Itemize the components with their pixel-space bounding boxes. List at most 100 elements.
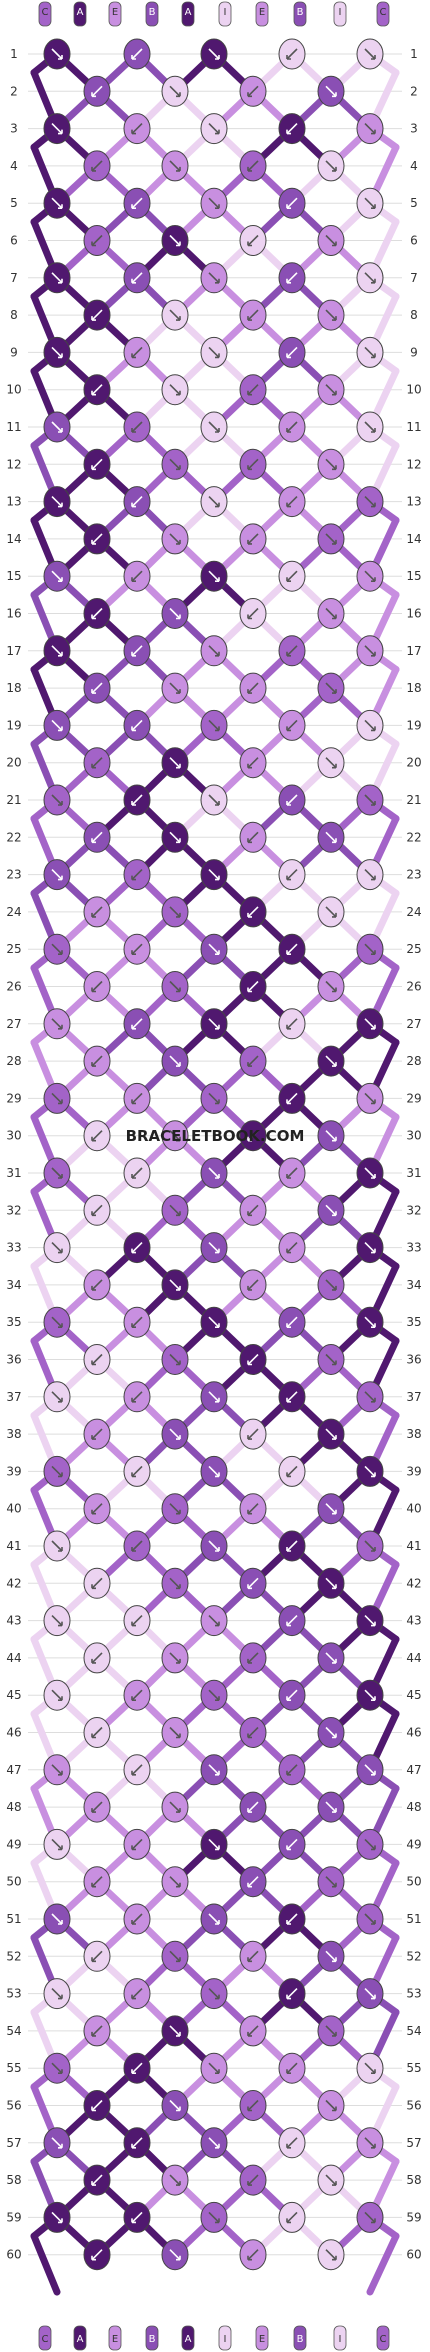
knot-arrow-head-icon (332, 1211, 337, 1217)
row-number-left: 28 (6, 1054, 21, 1068)
knot-arrow-icon (169, 458, 181, 470)
knot-arrow-head-icon (371, 950, 376, 955)
knot-arrow-head-icon (131, 1248, 136, 1254)
knot-arrow-head-icon (58, 1248, 63, 1254)
knot-arrow-icon (247, 980, 259, 993)
knot-arrow-head-icon (286, 950, 291, 955)
knot-arrow-head-icon (131, 950, 136, 955)
knot-arrow-head-icon (176, 390, 181, 396)
row-number-left: 34 (6, 1278, 21, 1292)
knot-arrow-head-icon (91, 390, 96, 396)
row-number-right: 3 (410, 122, 418, 136)
knot-arrow-icon (131, 1689, 143, 1701)
knot-arrow-icon (286, 346, 298, 358)
knot-arrow-icon (247, 1950, 259, 1962)
row-number-left: 25 (6, 942, 21, 956)
knot-arrow-icon (131, 197, 143, 209)
knot-arrow-head-icon (286, 1547, 291, 1552)
knot-arrow-head-icon (58, 1397, 63, 1403)
knot-arrow-head-icon (332, 1957, 337, 1963)
knot-arrow-head-icon (247, 2181, 252, 2186)
knot-arrow-icon (208, 1092, 220, 1104)
knot-arrow-head-icon (176, 614, 181, 620)
row-number-left: 39 (6, 1464, 21, 1478)
knot-arrow-head-icon (131, 204, 136, 209)
row-number-left: 54 (6, 2024, 21, 2038)
knot-arrow-head-icon (176, 912, 181, 918)
knot-arrow-icon (131, 1167, 143, 1179)
knot-arrow-head-icon (247, 2255, 252, 2261)
knot-arrow-icon (131, 496, 143, 508)
knot-arrow-head-icon (215, 129, 220, 135)
knot-arrow-icon (286, 943, 298, 955)
knot-arrow-icon (131, 1316, 143, 1328)
knot-arrow-icon (51, 1988, 63, 2000)
knot-arrow-head-icon (176, 1658, 181, 1664)
knot-arrow-head-icon (371, 1845, 376, 1851)
knot-arrow-icon (325, 1503, 337, 1515)
string-tab-top (38, 1, 52, 27)
knot-arrow-icon (325, 607, 337, 620)
knot-arrow-icon (91, 1726, 103, 1739)
string-label-top: A (185, 7, 192, 18)
knot-arrow-icon (51, 1391, 63, 1403)
knot-arrow-head-icon (332, 2181, 337, 2186)
row-number-right: 37 (406, 1390, 421, 1404)
knot-arrow-head-icon (286, 502, 291, 508)
knot-arrow-icon (208, 496, 220, 508)
row-number-right: 2 (410, 84, 418, 98)
row-number-left: 18 (6, 681, 21, 695)
string-label-top: B (297, 7, 304, 18)
knot-arrow-icon (364, 1838, 376, 1850)
string-label-top: C (380, 7, 387, 18)
row-number-left: 21 (6, 793, 21, 807)
knot-arrow-head-icon (176, 1957, 181, 1963)
knot-arrow-icon (325, 1726, 337, 1739)
knot-arrow-head-icon (286, 801, 291, 806)
knot-arrow-head-icon (247, 763, 252, 769)
knot-arrow-head-icon (176, 2255, 181, 2261)
knot-arrow-icon (131, 719, 143, 731)
knot-arrow-icon (169, 309, 181, 321)
string-tab-bottom (255, 2325, 269, 2351)
knot-arrow-icon (247, 2025, 259, 2037)
knot-arrow-icon (325, 1055, 337, 1067)
knot-arrow-icon (247, 1055, 259, 1067)
row-number-left: 58 (6, 2173, 21, 2187)
knot-arrow-head-icon (247, 2106, 252, 2112)
knot-arrow-icon (364, 2137, 376, 2149)
knot-arrow-icon (364, 2062, 376, 2074)
knot-arrow-head-icon (58, 1099, 63, 1105)
knot-arrow-head-icon (247, 987, 252, 993)
knot-arrow-icon (169, 1353, 181, 1366)
row-number-right: 35 (406, 1315, 421, 1329)
row-number-right: 55 (406, 2061, 421, 2075)
knot-arrow-head-icon (247, 1062, 252, 1067)
knot-arrow-head-icon (215, 204, 220, 209)
knot-arrow-icon (208, 197, 220, 209)
knot-arrow-icon (169, 1055, 181, 1067)
string-label-bottom: C (380, 2334, 387, 2345)
knot-arrow-icon (364, 48, 376, 60)
knot-arrow-icon (247, 1353, 259, 1366)
row-number-left: 22 (6, 830, 21, 844)
knot-arrow-icon (91, 2025, 103, 2037)
knot-arrow-icon (247, 160, 259, 172)
knot-arrow-icon (131, 1092, 143, 1104)
knot-arrow-head-icon (371, 1174, 376, 1179)
knot-arrow-icon (286, 1167, 298, 1179)
row-number-left: 48 (6, 1800, 21, 1814)
knot-arrow-icon (286, 123, 298, 135)
knot-arrow-head-icon (58, 204, 63, 209)
knot-arrow-head-icon (131, 1547, 136, 1552)
knot-arrow-icon (91, 1130, 103, 1142)
knot-arrow-head-icon (332, 465, 337, 471)
knot-arrow-icon (51, 48, 63, 60)
knot-arrow-icon (91, 1055, 103, 1067)
knot-arrow-icon (325, 2099, 337, 2112)
knot-arrow-head-icon (332, 1062, 337, 1067)
knot-arrow-head-icon (131, 502, 136, 508)
row-number-right: 16 (406, 607, 421, 621)
knot-arrow-icon (364, 123, 376, 135)
